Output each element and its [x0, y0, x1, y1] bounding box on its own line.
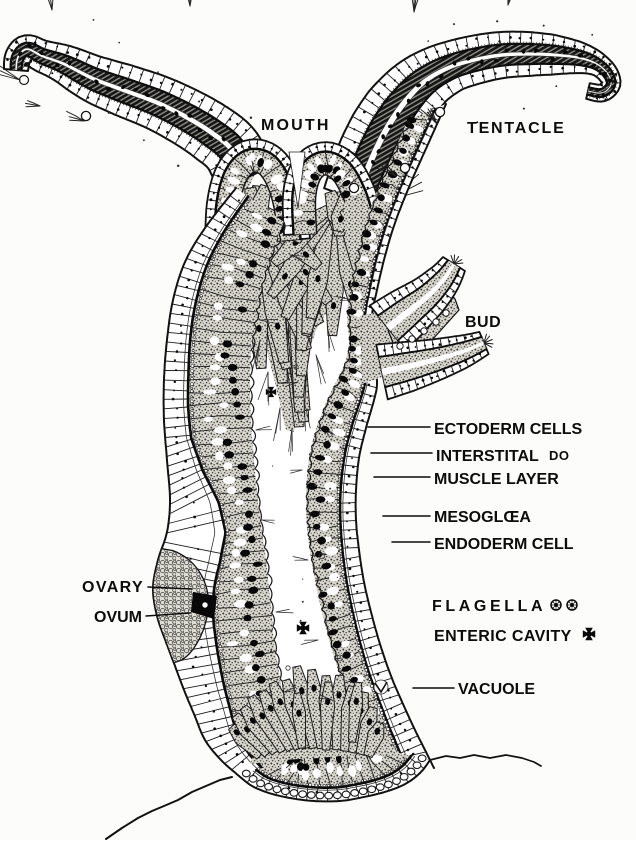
svg-text:ECTODERM CELLS: ECTODERM CELLS: [434, 421, 582, 438]
svg-text:FLAGELLA: FLAGELLA: [432, 598, 546, 615]
svg-text:OVUM: OVUM: [94, 609, 142, 626]
svg-text:ENTERIC CAVITY: ENTERIC CAVITY: [434, 628, 572, 645]
svg-text:OVARY: OVARY: [82, 579, 144, 596]
svg-text:MUSCLE LAYER: MUSCLE LAYER: [434, 471, 559, 488]
svg-text:MOUTH: MOUTH: [261, 117, 331, 134]
svg-text:DO: DO: [549, 448, 570, 463]
svg-text:BUD: BUD: [465, 314, 501, 331]
svg-text:MESOGLŒA: MESOGLŒA: [434, 509, 531, 526]
svg-text:ENDODERM CELL: ENDODERM CELL: [434, 536, 574, 553]
svg-text:TENTACLE: TENTACLE: [467, 120, 566, 137]
svg-text:INTERSTITAL: INTERSTITAL: [436, 448, 539, 465]
svg-text:VACUOLE: VACUOLE: [458, 681, 535, 698]
